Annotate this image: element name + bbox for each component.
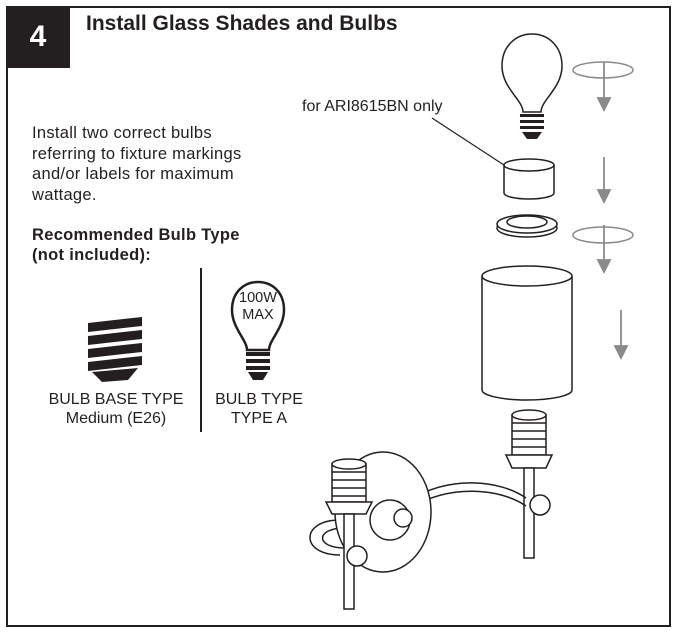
instruction-text: Install two correct bulbs referring to f… xyxy=(32,123,242,205)
down-arrow-icon xyxy=(596,62,629,361)
glass-shade-icon xyxy=(481,265,573,401)
max-wattage-word: MAX xyxy=(242,307,274,323)
step-number: 4 xyxy=(29,20,47,53)
step-number-badge: 4 xyxy=(6,6,70,68)
instruction-line: referring to fixture markings xyxy=(32,144,242,163)
shade-ring-icon xyxy=(496,214,558,238)
bulb-type-label: BULB TYPE xyxy=(215,391,303,408)
right-socket-icon xyxy=(504,409,554,559)
rotate-arrow-icon xyxy=(572,61,634,244)
recommended-heading-line1: Recommended Bulb Type xyxy=(32,226,240,244)
callout-note: for ARI8615BN only xyxy=(302,98,443,115)
spacer-ring-icon xyxy=(503,158,555,200)
max-wattage-value: 100W xyxy=(239,290,277,306)
instruction-frame xyxy=(6,6,671,627)
recommended-heading: Recommended Bulb Type (not included): xyxy=(32,225,240,265)
bulb-type-caption: BULB TYPE TYPE A xyxy=(207,390,311,428)
bulb-base-label: BULB BASE TYPE xyxy=(48,391,184,408)
recommended-heading-line2: (not included): xyxy=(32,246,152,264)
left-socket-icon xyxy=(324,458,374,610)
instruction-line: and/or labels for maximum xyxy=(32,165,234,183)
instruction-line: Install two correct bulbs xyxy=(32,124,212,142)
step-title: Install Glass Shades and Bulbs xyxy=(86,12,398,35)
max-wattage-label: 100W MAX xyxy=(228,290,288,324)
bulb-type-a-base xyxy=(246,352,270,380)
bulb-type-a-icon xyxy=(230,280,286,352)
bulb-icon xyxy=(501,33,563,139)
bulb-base-value: Medium (E26) xyxy=(65,410,167,427)
bulb-base-caption: BULB BASE TYPE Medium (E26) xyxy=(36,390,196,428)
instruction-line: wattage. xyxy=(32,185,97,204)
bulb-base-icon xyxy=(88,317,142,382)
callout-leader-line xyxy=(431,117,508,168)
bulb-type-value: TYPE A xyxy=(230,410,288,427)
